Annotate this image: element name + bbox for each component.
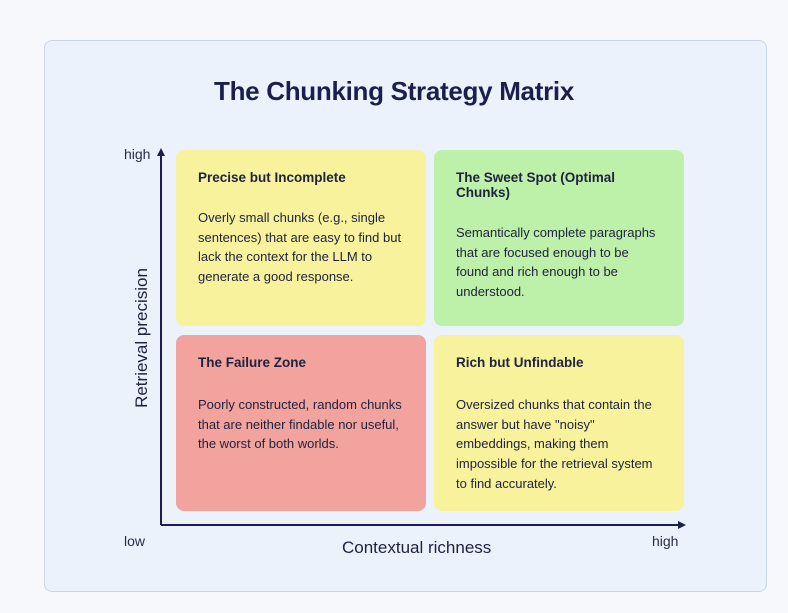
quadrant-heading: The Sweet Spot (Optimal Chunks)	[456, 170, 616, 200]
quadrant-description: Poorly constructed, random chunks that a…	[198, 397, 402, 452]
page-title: The Chunking Strategy Matrix	[214, 76, 574, 106]
y-axis-title: Retrieval precision	[132, 268, 151, 408]
quadrant-description: Semantically complete paragraphs that ar…	[456, 225, 656, 300]
x-axis-title: Contextual richness	[342, 538, 492, 557]
quadrant-sweet-spot: The Sweet Spot (Optimal Chunks) Semantic…	[434, 150, 684, 326]
quadrant-heading: The Failure Zone	[198, 355, 307, 370]
quadrant-heading: Precise but Incomplete	[198, 170, 346, 185]
x-axis-high-label: high	[652, 533, 679, 549]
quadrant-description: Oversized chunks that contain the answer…	[456, 397, 653, 491]
axis-origin-low-label: low	[124, 533, 146, 549]
quadrant-rich-but-unfindable: Rich but Unfindable Oversized chunks tha…	[434, 335, 684, 511]
quadrant-failure-zone: The Failure Zone Poorly constructed, ran…	[176, 335, 426, 511]
quadrant-precise-but-incomplete: Precise but Incomplete Overly small chun…	[176, 150, 426, 326]
y-axis-high-label: high	[124, 146, 151, 162]
quadrant-description: Overly small chunks (e.g., single senten…	[198, 210, 402, 285]
quadrant-heading: Rich but Unfindable	[456, 355, 584, 370]
